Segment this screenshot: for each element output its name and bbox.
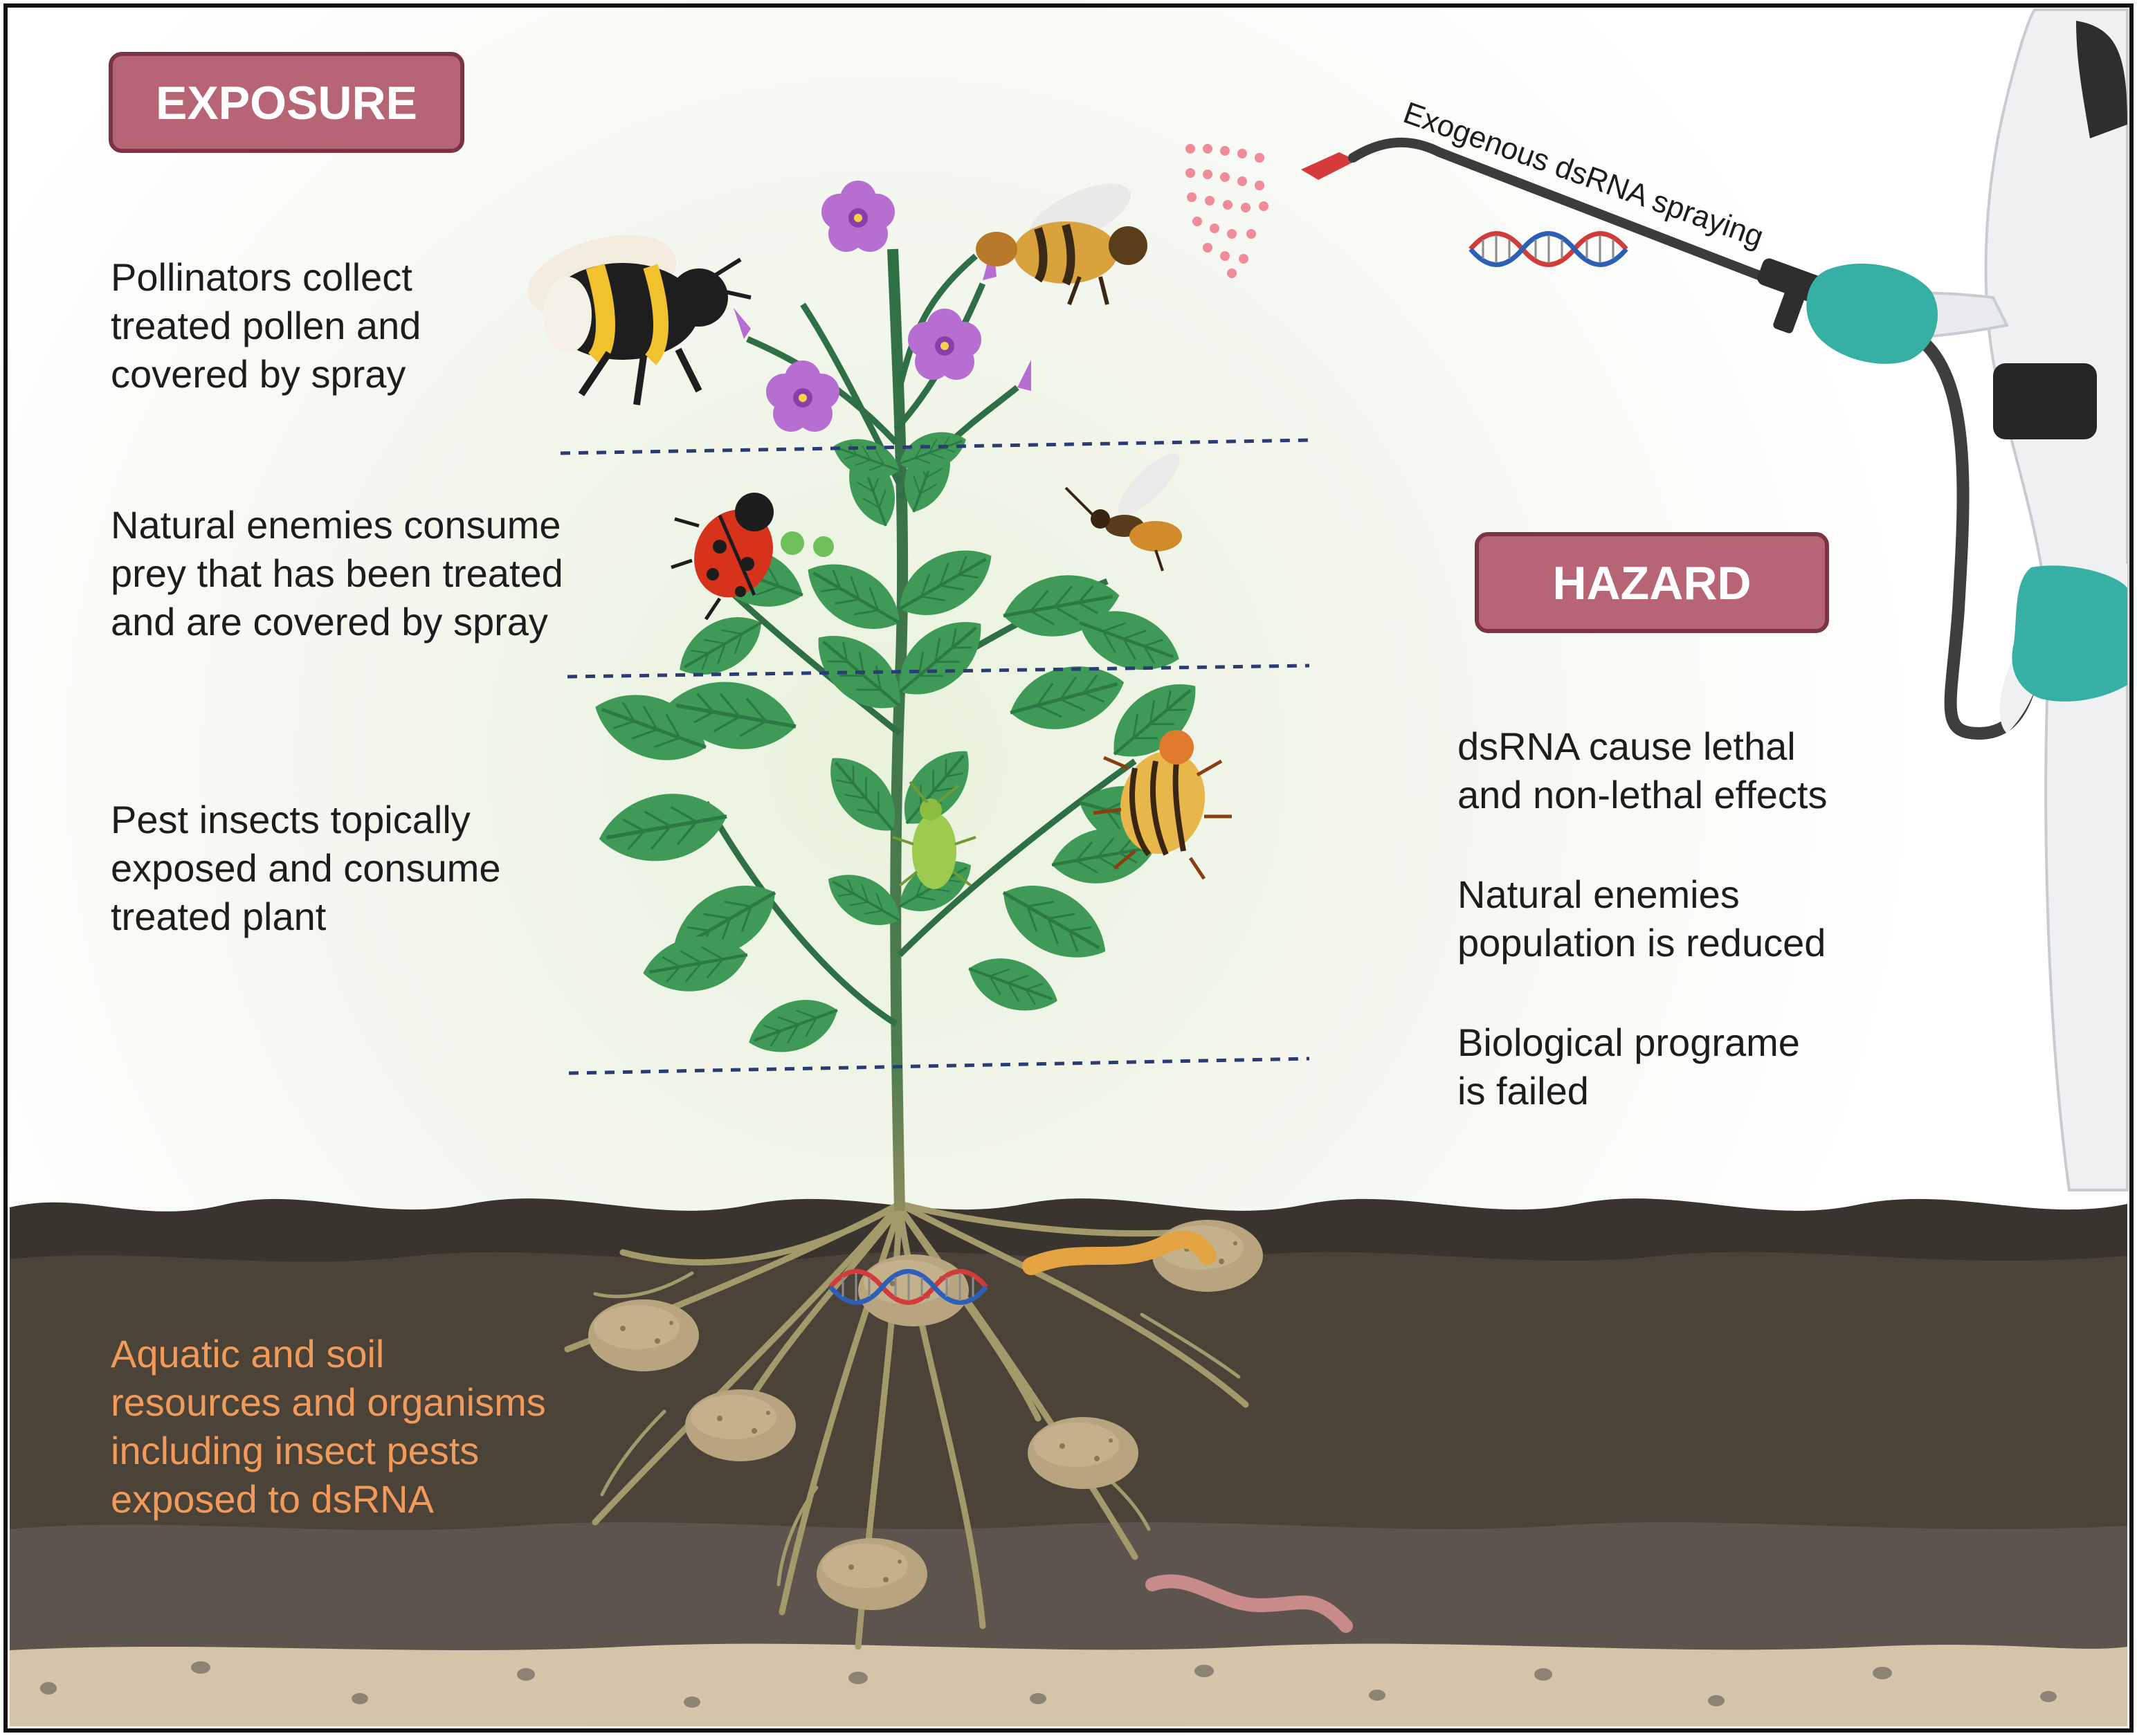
hazard-enemies-text: population is reduced	[1457, 921, 1826, 965]
hazard-program-text: Biological programe	[1457, 1021, 1800, 1064]
exposure-header-label: EXPOSURE	[156, 77, 417, 129]
honeybee-icon	[976, 183, 1147, 306]
soil-exposure-text: including insect pests	[111, 1429, 479, 1472]
separator-line	[568, 1057, 1310, 1075]
separator-lines	[560, 438, 1312, 1075]
tuber	[685, 1389, 796, 1461]
exposure-header: EXPOSURE	[109, 52, 464, 153]
soil-exposure-text: exposed to dsRNA	[111, 1477, 435, 1521]
glove-icon	[1806, 264, 2127, 702]
tuber-main	[858, 1254, 969, 1326]
soil-exposure-text: resources and organisms	[111, 1380, 546, 1424]
hazard-program-text: is failed	[1457, 1069, 1589, 1113]
bumblebee-icon	[527, 235, 752, 405]
hazard-effects-text: dsRNA cause lethal	[1457, 724, 1796, 768]
ladybug-icon	[671, 493, 774, 621]
pest-insects-text: exposed and consume	[111, 846, 501, 890]
plant-branches	[703, 253, 1137, 1027]
hazard-header: HAZARD	[1475, 532, 1829, 633]
pollinators-text: covered by spray	[111, 352, 406, 396]
larva-icon	[1022, 1230, 1217, 1275]
pollinators-text: treated pollen and	[111, 304, 421, 347]
spray-droplets-icon	[1185, 144, 1268, 278]
aphid-icon	[892, 780, 976, 889]
wasp-icon	[1064, 453, 1182, 572]
tuber	[817, 1538, 927, 1610]
hazard-effects-text: and non-lethal effects	[1457, 773, 1827, 816]
hazard-header-label: HAZARD	[1552, 557, 1751, 610]
earthworm-icon	[1145, 1574, 1353, 1633]
pest-insects-text: Pest insects topically	[111, 798, 471, 841]
tuber	[1028, 1417, 1138, 1489]
hazard-enemies-text: Natural enemies	[1457, 872, 1740, 916]
diagram-frame	[3, 3, 2134, 1733]
tuber	[588, 1299, 699, 1371]
bedrock-pebbles	[40, 1661, 2057, 1708]
bedrock-layer	[10, 1643, 2127, 1726]
natural-enemies-text: and are covered by spray	[111, 600, 548, 643]
pest-insects-text: treated plant	[111, 895, 327, 938]
soil-exposure-text: Aquatic and soil	[111, 1332, 384, 1376]
natural-enemies-text: Natural enemies consume	[111, 503, 561, 547]
pollinators-text: Pollinators collect	[111, 255, 412, 299]
separator-line	[567, 664, 1310, 679]
colorado-beetle-icon	[1093, 730, 1232, 880]
natural-enemies-text: prey that has been treated	[111, 551, 563, 595]
